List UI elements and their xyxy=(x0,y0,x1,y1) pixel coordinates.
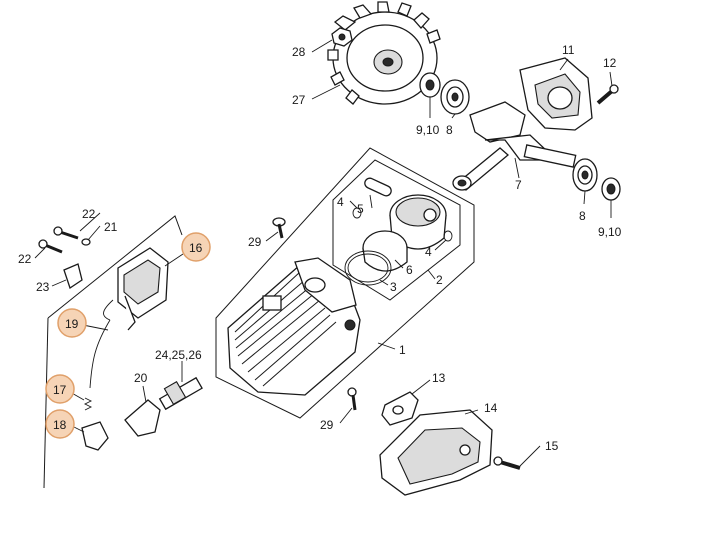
label-19: 19 xyxy=(65,317,79,331)
label-8-upper: 8 xyxy=(446,123,453,137)
crankcase-half xyxy=(519,57,619,131)
label-28: 28 xyxy=(292,45,306,59)
highlight-circles xyxy=(45,232,211,439)
label-27: 27 xyxy=(292,93,306,107)
highlight-19 xyxy=(57,308,87,338)
label-21: 21 xyxy=(104,220,118,234)
label-22-lower: 22 xyxy=(18,252,32,266)
bearings-upper xyxy=(419,72,470,115)
leader-lines xyxy=(34,39,613,467)
label-22-upper: 22 xyxy=(82,207,96,221)
ignition-module xyxy=(38,226,169,451)
spark-plug-group xyxy=(124,376,203,437)
assembly-frames xyxy=(43,147,475,489)
label-16: 16 xyxy=(189,241,203,255)
label-17: 17 xyxy=(53,383,67,397)
label-4-lower: 4 xyxy=(425,245,432,259)
label-20: 20 xyxy=(134,371,148,385)
label-23: 23 xyxy=(36,280,50,294)
label-3: 3 xyxy=(390,280,397,294)
label-13: 13 xyxy=(432,371,446,385)
screw-29-upper xyxy=(272,217,286,239)
label-29-upper: 29 xyxy=(248,235,262,249)
label-11: 11 xyxy=(562,43,575,57)
label-8-lower: 8 xyxy=(579,209,586,223)
part-labels: 28 27 9,10 8 11 12 7 8 9,10 4 5 4 6 3 2 … xyxy=(18,43,622,453)
label-24-25-26: 24,25,26 xyxy=(155,348,202,362)
bearings-lower xyxy=(572,158,621,201)
label-7: 7 xyxy=(515,178,522,192)
label-15: 15 xyxy=(545,439,559,453)
highlight-16 xyxy=(181,232,211,262)
label-6: 6 xyxy=(406,263,413,277)
highlight-18 xyxy=(45,409,75,439)
label-12: 12 xyxy=(603,56,617,70)
label-9-10-upper: 9,10 xyxy=(416,123,440,137)
highlight-17 xyxy=(45,374,75,404)
muffler-group xyxy=(347,387,521,496)
label-2: 2 xyxy=(436,273,443,287)
label-4-upper: 4 xyxy=(337,195,344,209)
label-18: 18 xyxy=(53,418,67,432)
label-5: 5 xyxy=(357,202,364,216)
label-29-lower: 29 xyxy=(320,418,334,432)
piston-group xyxy=(344,177,453,286)
label-9-10-lower: 9,10 xyxy=(598,225,622,239)
flywheel xyxy=(327,1,441,105)
label-1: 1 xyxy=(399,343,406,357)
crankshaft xyxy=(452,101,577,191)
label-14: 14 xyxy=(484,401,498,415)
cylinder xyxy=(227,257,361,396)
